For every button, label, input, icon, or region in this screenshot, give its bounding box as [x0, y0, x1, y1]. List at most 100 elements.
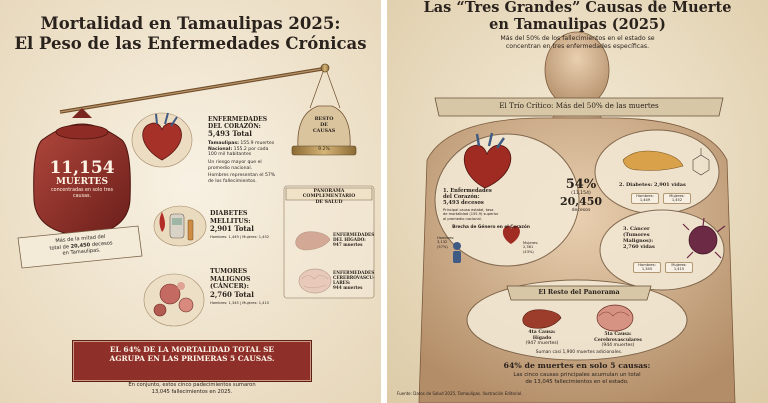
right-brain-line1: 5ta Causa: — [604, 332, 632, 337]
right-cancer-title-line2: (Tumores — [623, 232, 650, 238]
panorama-brain-line1: ENFERMEDADES — [333, 270, 375, 275]
tumor-illustration — [143, 273, 205, 327]
women-label: Mujeres: — [523, 241, 539, 245]
right-heart-desc2: de mortalidad (155.9) superior — [443, 212, 499, 217]
left-footer-sub-line1: En conjunto, estos cinco padecimientos s… — [128, 382, 256, 388]
center-sub2: decesos — [571, 208, 591, 214]
right-infographic: Las “Tres Grandes” Causas de Muerte en T… — [387, 0, 768, 403]
rest-ribbon: El Resto del Panorama — [538, 288, 620, 296]
rest-line3: CAUSAS — [312, 127, 336, 134]
heart-detail1-label: Tamaulipas: — [208, 140, 239, 146]
heart-block: ENFERMEDADES DEL CORAZÓN: 5,493 Total Ta… — [208, 116, 288, 185]
right-liver-line1: 4ta Causa: — [528, 330, 556, 335]
heart-detail4: Un riesgo mayor que el — [208, 159, 262, 165]
tumors-block: TUMORES MALIGNOS (CÁNCER): 2,760 Total H… — [210, 268, 290, 306]
right-brain-label: 5ta Causa: Cerebrovasculares (944 muerte… — [583, 332, 653, 349]
weight-unit: MUERTES — [55, 177, 109, 187]
panorama-liver: ENFERMEDADES DEL HÍGADO: 947 muertes — [333, 232, 377, 247]
source-note: Fuente: Datos de Salud 2025, Tamaulipas.… — [397, 391, 523, 396]
right-cancer-women: Mujeres: 1,415 — [665, 262, 693, 273]
heart-detail1: 155.9 muertes — [238, 140, 275, 146]
weight-label: 11,154 MUERTES concentradas en solo tres… — [42, 160, 122, 200]
right-liver-label: 4ta Causa: Hígado (947 muertes) — [507, 330, 577, 347]
right-heart-block: 1. Enfermedades del Corazón: 5,493 deces… — [443, 188, 543, 221]
heart-detail2-label: Nacional: — [208, 146, 233, 152]
panorama-brain-line2: CEREBROVASCU- — [333, 275, 375, 281]
men-value: 3,132 — [437, 240, 448, 245]
heart-organ-icon — [463, 132, 512, 189]
left-footer-headline-line1: EL 64% DE LA MORTALIDAD TOTAL SE — [109, 345, 275, 354]
heart-detail7: de los fallecimientos. — [208, 179, 257, 185]
left-title: Mortalidad en Tamaulipas 2025: El Peso d… — [10, 14, 371, 54]
diabetes-total: 2,901 Total — [210, 224, 254, 234]
left-footer-banner: EL 64% DE LA MORTALIDAD TOTAL SE AGRUPA … — [72, 340, 312, 382]
tumors-total: 2,760 Total — [210, 289, 254, 299]
right-cancer-title-line3: Malignos): — [623, 238, 654, 244]
rest-line2: DE — [320, 121, 328, 128]
right-heart-title-line3: 5,493 decesos — [443, 200, 484, 207]
rest-causes-label: RESTO DE CAUSAS — [302, 116, 346, 134]
center-stat: 54% (11,154) 20,450 decesos — [555, 178, 607, 213]
panorama-liver-line2: DEL HÍGADO: — [333, 237, 366, 243]
right-diabetes-men: Hombres: 1,449 — [631, 193, 659, 204]
panorama-brain: ENFERMEDADES CEREBROVASCU- LARES: 944 mu… — [333, 270, 377, 290]
heart-detail6: Hombres representan el 57% — [208, 173, 276, 179]
rest-note: Suman casi 1,900 muertes adicionales. — [535, 350, 623, 355]
diabetes-split: Hombres: 1,449 | Mujeres: 1,452 — [210, 235, 270, 240]
right-cancer-title-line4: 2,760 vidas — [623, 244, 655, 250]
left-footer-sub-line2: 13,045 fallecimientos en 2025. — [151, 388, 233, 395]
right-liver-line3: (947 muertes) — [525, 341, 559, 346]
diabetes-block: DIABETES MELLITUS: 2,901 Total Hombres: … — [210, 210, 290, 240]
panorama-title: PANORAMA COMPLEMENTARIO DE SALUD — [286, 189, 372, 205]
tumors-title-line2: MALIGNOS — [210, 275, 251, 283]
right-footer-sub: Las cinco causas principales acumulan un… — [427, 372, 727, 386]
men-label: Hombres: — [437, 236, 455, 240]
right-subtitle-line2: concentran en tres enfermedades específi… — [505, 43, 650, 51]
right-cancer-title: 3. Cáncer (Tumores Malignos): 2,760 vida… — [623, 226, 683, 250]
heart-title-line1: ENFERMEDADES — [208, 116, 268, 123]
heart-detail5: promedio nacional. — [208, 165, 253, 171]
panorama-brain-total: 944 muertes — [333, 285, 363, 291]
heart-detail3: 100 mil habitantes — [208, 152, 252, 158]
right-cancer-title-line1: 3. Cáncer — [623, 226, 650, 232]
women-value: 2,361 — [523, 245, 534, 250]
panorama-liver-line1: ENFERMEDADES — [333, 232, 375, 237]
left-footer-headline-line2: AGRUPA EN LAS PRIMERAS 5 CAUSAS. — [109, 354, 275, 364]
panorama-title-line3: DE SALUD — [315, 199, 343, 205]
right-heart-desc3: al promedio nacional. — [443, 216, 482, 221]
tumors-title-line3: (CÁNCER): — [210, 283, 249, 291]
right-heart-desc1: Principal causa estatal, tasa — [443, 207, 494, 212]
right-cancer-men: Hombres: 1,345 — [633, 262, 661, 273]
weight-number: 11,154 — [49, 158, 115, 178]
right-footer-sub-line1: Las cinco causas principales acumulan un… — [513, 372, 641, 378]
right-illustration — [387, 0, 768, 403]
women-pct: (43%) — [523, 249, 534, 254]
left-illustration — [0, 0, 381, 403]
diabetes-title-line2: MELLITUS: — [210, 217, 251, 225]
panorama-title-line1: PANORAMA — [313, 189, 345, 194]
right-footer-headline: 64% de muertes en solo 5 causas: — [503, 361, 651, 370]
panorama-brain-line3: LARES: — [333, 280, 351, 286]
right-diabetes-title: 2. Diabetes: 2,901 vidas — [619, 182, 686, 188]
center-percent: 54% — [565, 177, 597, 192]
right-subtitle: Más del 50% de los fallecimientos en el … — [407, 35, 748, 51]
center-sub1: (11,154) — [571, 191, 591, 196]
tumors-split: Hombres: 1,345 | Mujeres: 1,415 — [210, 301, 270, 306]
women-stat: Mujeres: 2,361 (43%) — [523, 241, 553, 254]
balance-scale — [33, 63, 357, 237]
heart-illustration — [131, 112, 193, 168]
panorama-liver-total: 947 muertes — [333, 242, 363, 248]
men-stat: Hombres: 3,132 (57%) — [437, 236, 467, 249]
left-infographic: Mortalidad en Tamaulipas 2025: El Peso d… — [0, 0, 381, 403]
right-title-line2: en Tamaulipas (2025) — [489, 15, 666, 33]
right-diabetes-women: Mujeres: 1,452 — [663, 193, 691, 204]
right-brain-line2: Cerebrovasculares — [594, 337, 642, 343]
left-title-line2: El Peso de las Enfermedades Crónicas — [14, 33, 367, 53]
heart-title-line2: DEL CORAZÓN: — [208, 123, 261, 131]
cancer-cell-icon — [682, 217, 726, 259]
gender-gap-title: Brecha de Género en el Corazón — [452, 225, 530, 230]
right-heart-title-line1: 1. Enfermedades — [443, 188, 492, 194]
right-liver-line2: Hígado — [532, 335, 552, 341]
weight-note: concentradas en solo tres causas. — [51, 187, 113, 199]
right-title-line1: Las “Tres Grandes” Causas de Muerte — [423, 0, 732, 16]
